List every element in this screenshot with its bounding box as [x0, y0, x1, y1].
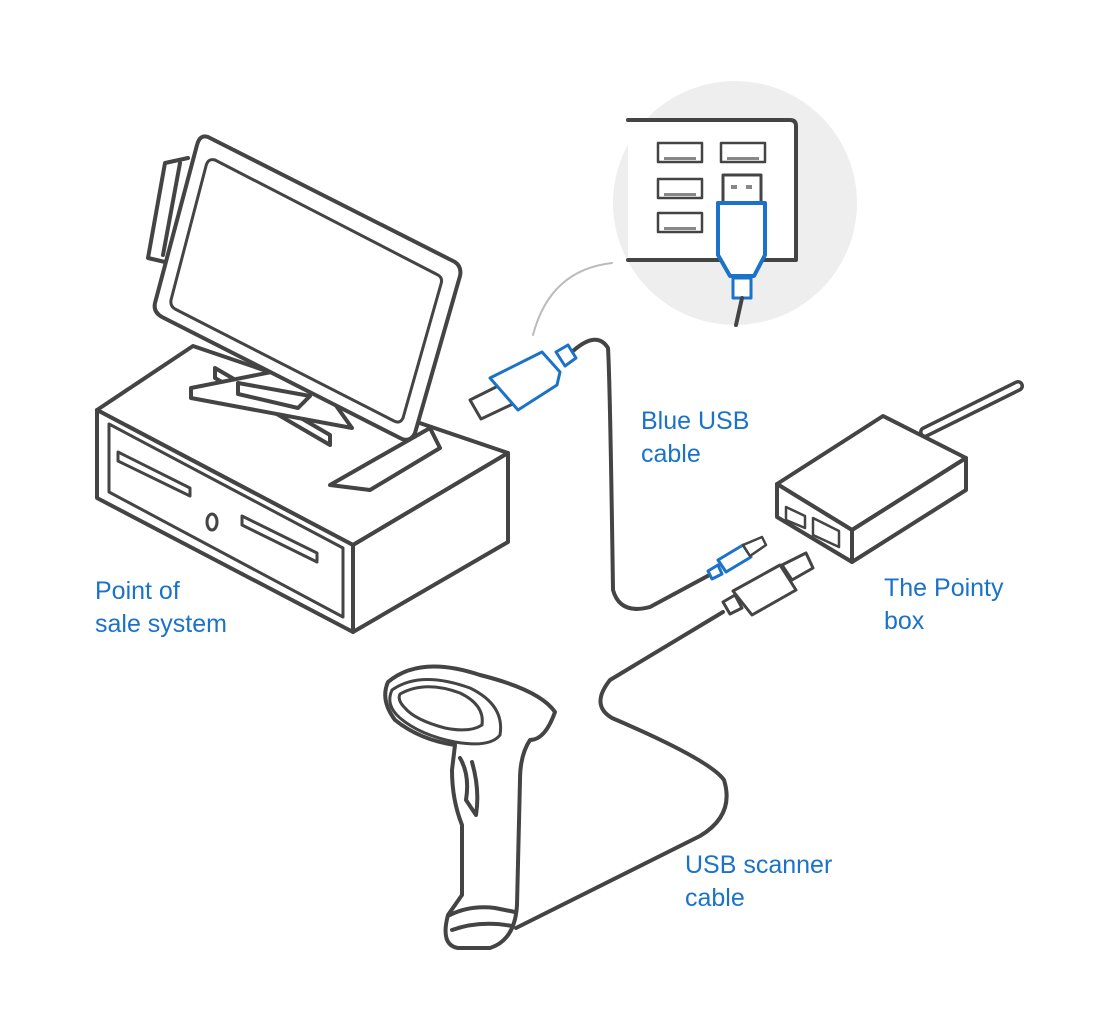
port-tongue — [664, 157, 759, 230]
blue-usb-cable-label-line-2: cable — [641, 440, 701, 468]
usb-scanner-cable-label-line-2: cable — [685, 884, 745, 912]
usb-scanner-cable-label-line-1: USB scanner — [685, 851, 833, 879]
pointy-box-label-line-1: The Pointy — [884, 574, 1004, 602]
usb-scanner-cable-label: USB scanner cable — [685, 849, 832, 915]
pointy-box-icon — [775, 380, 1024, 564]
usb-plug-icon — [716, 173, 767, 327]
pointy-box-label-line-2: box — [884, 607, 925, 635]
pos-system-label-line-1: Point of — [95, 577, 180, 605]
usb-port-inset — [532, 81, 857, 336]
usb-plug-icon — [468, 343, 578, 421]
pos-system-label-line-2: sale system — [95, 610, 227, 638]
usb-plug-icon — [706, 535, 768, 581]
usb-plug-icon — [721, 551, 815, 617]
pos-system-label: Point of sale system — [95, 575, 227, 641]
inset-leader-line — [532, 262, 613, 336]
usb-port-panel-icon — [626, 118, 798, 262]
blue-usb-cable-label-line-1: Blue USB — [641, 407, 750, 435]
blue-usb-cable-label: Blue USB cable — [641, 405, 749, 471]
pointy-box-label: The Pointy box — [884, 572, 1004, 638]
blue-usb-cable — [468, 337, 717, 611]
pos-terminal-icon — [146, 134, 463, 492]
barcode-scanner-icon — [383, 664, 557, 950]
usb-scanner-cable — [514, 551, 815, 930]
